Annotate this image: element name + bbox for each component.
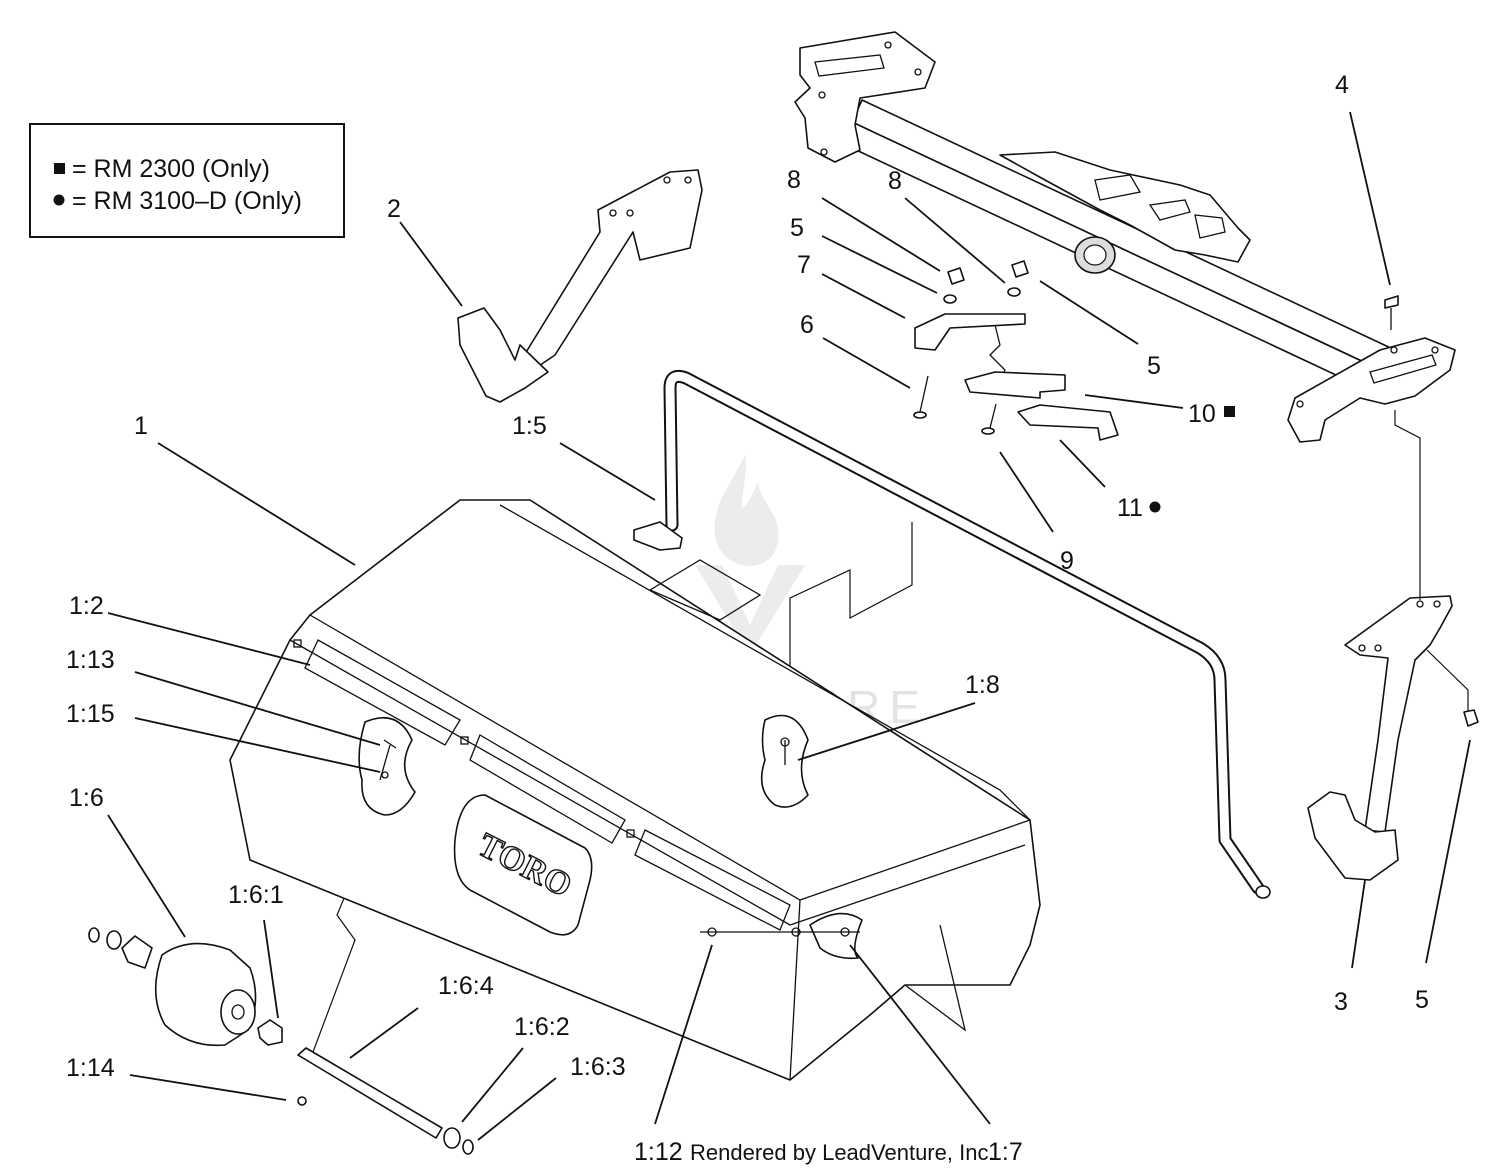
callout-9: 9 (1060, 547, 1074, 575)
callout-1-8: 1:8 (965, 671, 1000, 699)
footer: 1:12 Rendered by LeadVenture, Inc. 1:7 (634, 1138, 1023, 1166)
callout-3: 3 (1334, 988, 1348, 1016)
callout-1-6-2: 1:6:2 (514, 1013, 570, 1041)
bracket-left (457, 169, 703, 403)
callout-2: 2 (387, 195, 401, 223)
callout-8-right: 8 (888, 167, 902, 195)
callout-10: 10 (1188, 400, 1216, 428)
dot-marker-icon (53, 194, 65, 206)
square-marker-icon (54, 163, 65, 174)
hardware-group (913, 260, 1479, 727)
dot-marker-icon (1149, 501, 1161, 513)
callout-8-left: 8 (787, 166, 801, 194)
callout-1-2: 1:2 (69, 592, 104, 620)
callout-6: 6 (800, 311, 814, 339)
callout-1: 1 (134, 412, 148, 440)
legend-dot-label: = RM 3100–D (Only) (72, 187, 302, 215)
leader-lines (107, 111, 1471, 1141)
callout-5-bottom: 5 (1415, 986, 1429, 1014)
handle-bar (633, 369, 1271, 899)
square-marker-icon (1224, 406, 1235, 417)
legend: = RM 2300 (Only) = RM 3100–D (Only) (29, 123, 345, 238)
frame-assembly (794, 31, 1456, 443)
callout-1-6-4: 1:6:4 (438, 972, 494, 1000)
grass-catcher: TORO (229, 499, 1041, 1081)
flame-logo-icon (695, 455, 805, 655)
callout-1-6-1: 1:6:1 (228, 881, 284, 909)
callout-1-13: 1:13 (66, 646, 115, 674)
callout-4: 4 (1335, 71, 1349, 99)
roller-assembly (88, 927, 474, 1155)
callout-1-12: 1:12 (634, 1138, 683, 1166)
callout-5-mid: 5 (1147, 352, 1161, 380)
callout-5-top: 5 (790, 214, 804, 242)
bracket-right (1307, 595, 1453, 881)
callout-11: 11 (1117, 494, 1143, 522)
callout-1-5: 1:5 (512, 412, 547, 440)
callout-1-6-3: 1:6:3 (570, 1053, 626, 1081)
callout-1-7: 1:7 (988, 1138, 1023, 1166)
callout-labels: 1 2 3 4 5 5 5 6 7 8 8 9 10 11 1:2 1:5 1:… (66, 71, 1429, 1082)
callout-7: 7 (797, 251, 811, 279)
callout-1-14: 1:14 (66, 1054, 115, 1082)
credit-text: Rendered by LeadVenture, Inc. (690, 1140, 995, 1165)
callout-1-15: 1:15 (66, 700, 115, 728)
callout-1-6: 1:6 (69, 784, 104, 812)
legend-square-label: = RM 2300 (Only) (72, 155, 270, 183)
